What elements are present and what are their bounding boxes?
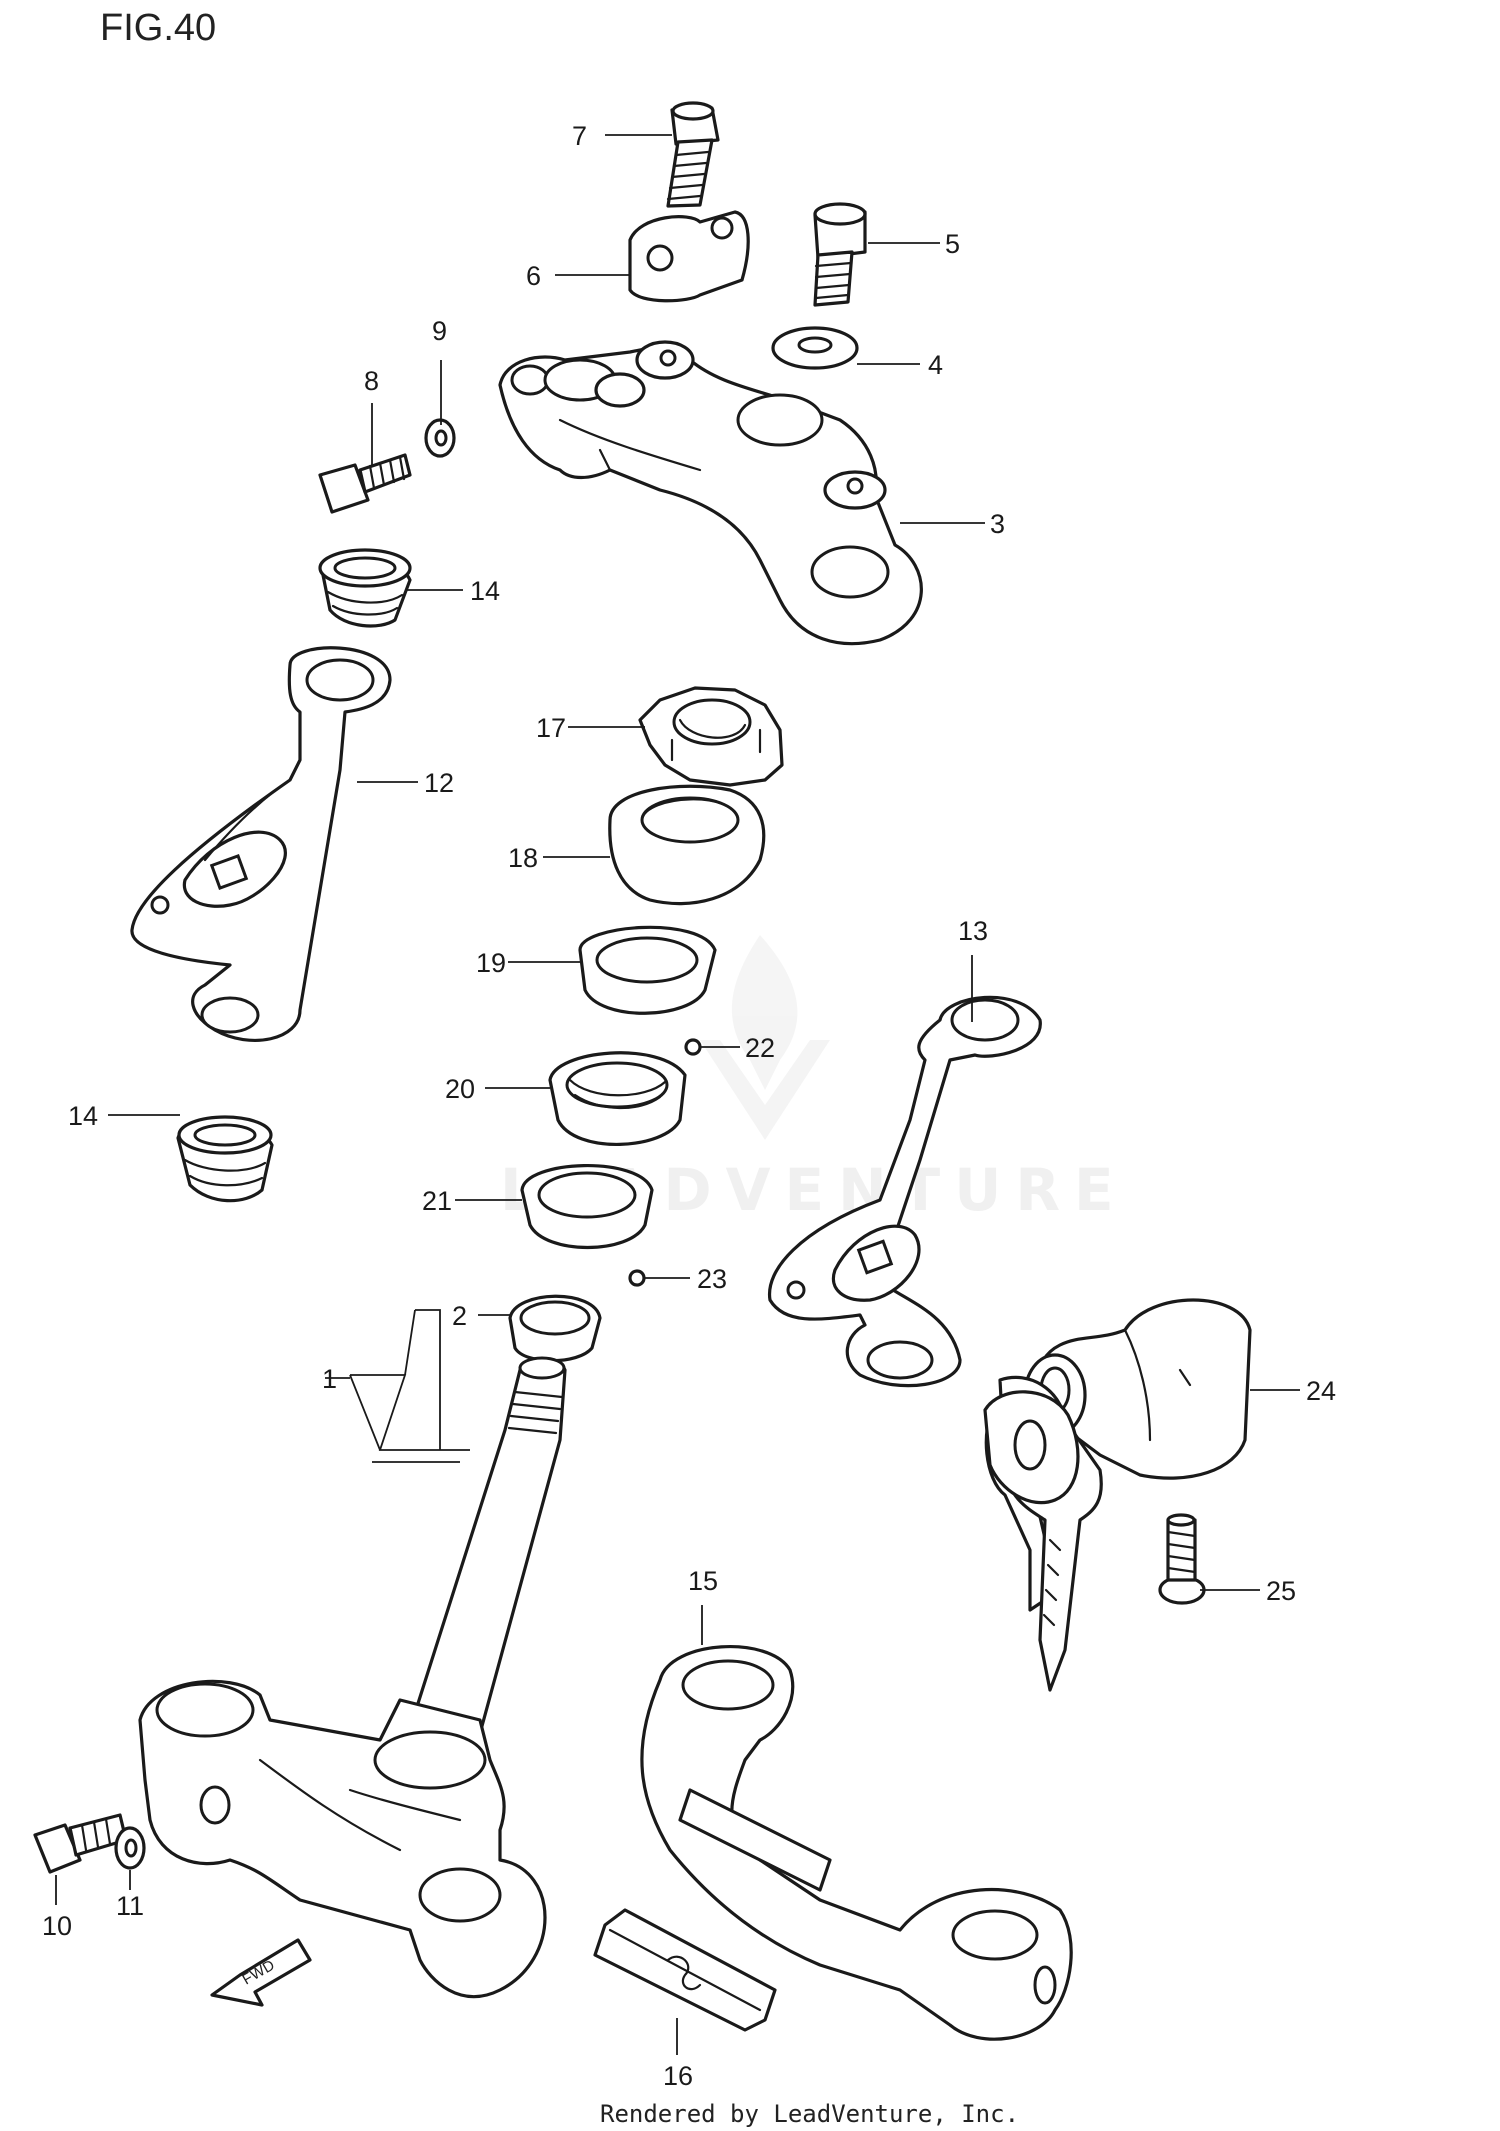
- part-1-steering-stem[interactable]: [138, 1356, 567, 1999]
- callout-20[interactable]: 20: [445, 1074, 475, 1104]
- callout-10[interactable]: 10: [42, 1911, 72, 1941]
- part-13-headlight-bracket-right[interactable]: [767, 995, 1042, 1388]
- part-23-steel-ball[interactable]: [628, 1269, 646, 1287]
- callout-14-lower[interactable]: 14: [68, 1101, 98, 1131]
- part-9-washer[interactable]: [424, 418, 456, 458]
- part-14-grommet-upper[interactable]: [318, 548, 412, 628]
- callout-12[interactable]: 12: [424, 768, 454, 798]
- callout-6[interactable]: 6: [526, 261, 541, 291]
- part-25-screw[interactable]: [1158, 1513, 1206, 1605]
- callout-8[interactable]: 8: [364, 366, 379, 396]
- part-19-bearing-race[interactable]: [578, 925, 717, 1015]
- callout-22[interactable]: 22: [745, 1033, 775, 1063]
- callout-11[interactable]: 11: [116, 1891, 144, 1921]
- callout-7[interactable]: 7: [572, 121, 587, 151]
- callout-21[interactable]: 21: [422, 1186, 452, 1216]
- part-20-bearing[interactable]: [548, 1051, 687, 1146]
- part-10-bolt[interactable]: [33, 1813, 128, 1874]
- callout-9[interactable]: 9: [432, 316, 447, 346]
- callout-1[interactable]: 1: [322, 1364, 337, 1394]
- part-16-emblem[interactable]: [593, 1908, 777, 2032]
- callout-5[interactable]: 5: [945, 229, 960, 259]
- callout-24[interactable]: 24: [1306, 1376, 1336, 1406]
- part-11-washer[interactable]: [114, 1826, 146, 1870]
- part-15-lower-cover[interactable]: [640, 1645, 1073, 2041]
- part-12-headlight-bracket-left[interactable]: [130, 646, 392, 1042]
- part-3-upper-bracket[interactable]: [498, 340, 923, 646]
- part-21-bearing-race-lower[interactable]: [520, 1164, 654, 1249]
- callout-23[interactable]: 23: [697, 1264, 727, 1294]
- callout-17[interactable]: 17: [536, 713, 566, 743]
- callout-18[interactable]: 18: [508, 843, 538, 873]
- part-22-steel-ball[interactable]: [684, 1038, 702, 1056]
- callout-2[interactable]: 2: [452, 1301, 467, 1331]
- part-14-grommet-lower[interactable]: [176, 1115, 274, 1203]
- callout-4[interactable]: 4: [928, 350, 943, 380]
- part-8-bolt[interactable]: [318, 453, 412, 514]
- part-4-washer[interactable]: [771, 326, 859, 370]
- part-2-dust-seal[interactable]: [508, 1294, 602, 1363]
- leader-lines: [55, 134, 1300, 2055]
- callout-labels: 7 6 5 4 3 9 8 14 12 14 17 18 19 20 22 21…: [42, 121, 1336, 2091]
- part-18-bearing-cover[interactable]: [608, 784, 766, 906]
- callout-15[interactable]: 15: [688, 1566, 718, 1596]
- part-6-handlebar-clamp[interactable]: [628, 210, 750, 303]
- forward-direction-arrow: FWD: [210, 1938, 312, 2007]
- part-5-bolt[interactable]: [813, 202, 867, 307]
- callout-16[interactable]: 16: [663, 2061, 693, 2091]
- part-7-bolt[interactable]: [666, 101, 720, 208]
- figure-title: FIG.40: [100, 7, 216, 49]
- callout-13[interactable]: 13: [958, 916, 988, 946]
- callout-14-upper[interactable]: 14: [470, 576, 500, 606]
- callout-25[interactable]: 25: [1266, 1576, 1296, 1606]
- part-17-steering-nut[interactable]: [638, 686, 784, 787]
- callout-19[interactable]: 19: [476, 948, 506, 978]
- footer-credit: Rendered by LeadVenture, Inc.: [600, 2100, 1019, 2128]
- ignition-keys[interactable]: [983, 1375, 1103, 1692]
- callout-3[interactable]: 3: [990, 509, 1005, 539]
